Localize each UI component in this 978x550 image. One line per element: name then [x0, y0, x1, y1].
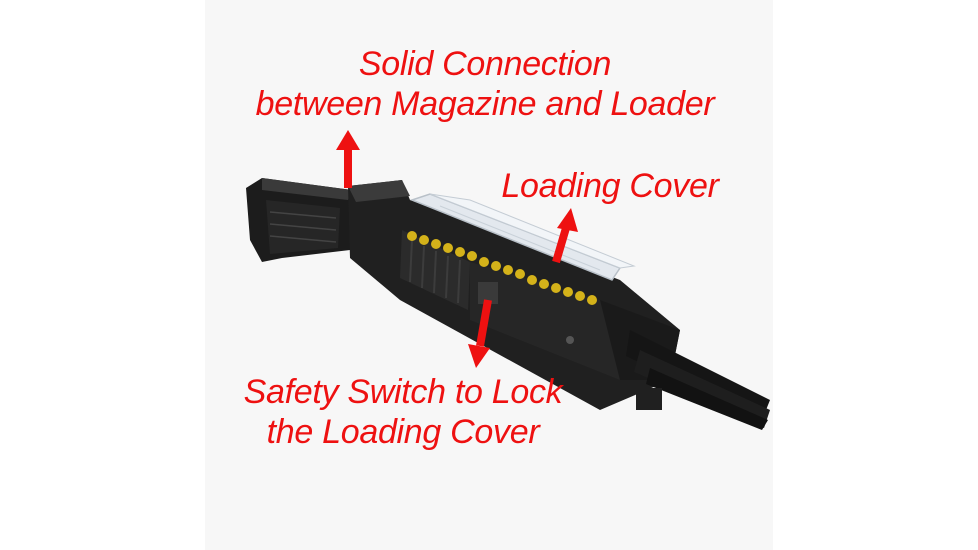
arrow-up-loading-cover-icon — [552, 208, 578, 264]
callout-solid-connection-line-1: Solid Connection — [358, 45, 612, 83]
loading-cover — [409, 193, 636, 281]
callout-safety-switch-line-2: the Loading Cover — [266, 413, 540, 451]
loader-housing — [348, 180, 680, 410]
safety-switch — [478, 282, 498, 304]
callout-solid-connection-line-2: between Magazine and Loader — [255, 85, 715, 123]
callout-safety-switch-line-1: Safety Switch to Lock — [243, 373, 563, 411]
callout-loading-cover-line-1: Loading Cover — [501, 167, 719, 205]
callout-solid-connection: Solid Connection between Magazine and Lo… — [250, 44, 720, 124]
magazine — [246, 178, 352, 262]
callout-loading-cover: Loading Cover — [500, 166, 720, 206]
callout-safety-switch: Safety Switch to Lock the Loading Cover — [238, 372, 568, 452]
loader-rails — [626, 330, 770, 430]
cartridge-row — [407, 231, 597, 305]
arrow-up-solid-connection-icon — [336, 130, 360, 188]
arrow-down-safety-switch-icon — [468, 299, 492, 368]
